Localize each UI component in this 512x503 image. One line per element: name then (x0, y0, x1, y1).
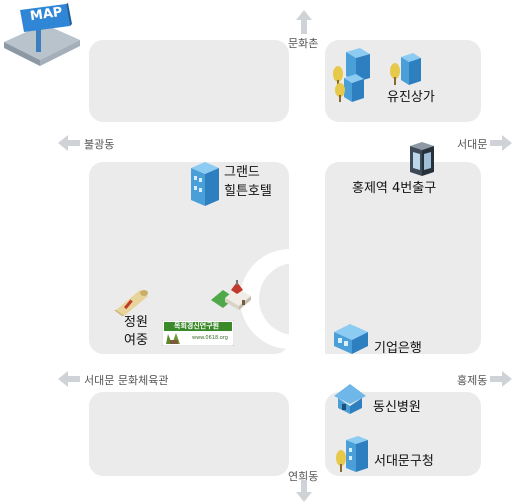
church-house-icon (211, 280, 251, 310)
arrow-up-icon (296, 10, 312, 34)
place-label-jeongwon-line2: 여중 (124, 333, 148, 348)
institute-sign-name: 목회경신연구원 (174, 322, 220, 330)
subway-exit-icon (410, 142, 434, 176)
direction-west-label: 불광동 (84, 138, 115, 151)
institute-sign-url: www.0618.org (192, 335, 228, 341)
city-block-northwest (89, 40, 289, 122)
arrow-right-icon (490, 135, 512, 151)
arrow-right-icon (490, 371, 512, 387)
hotel-building-icon (191, 162, 219, 206)
place-label-grand-hilton-line2: 힐튼호텔 (224, 184, 272, 199)
direction-east-label: 서대문 (457, 138, 488, 151)
city-block-southwest (89, 392, 289, 476)
direction-south-label: 연희동 (288, 470, 319, 483)
place-label-hongje-exit: 홍제역 4번출구 (352, 181, 437, 196)
place-label-yujin: 유진상가 (387, 90, 435, 105)
place-label-jeongwon-line1: 정원 (124, 315, 148, 330)
direction-southwest-label: 서대문 문화체육관 (84, 374, 169, 387)
place-label-seodaemun-office: 서대문구청 (374, 454, 434, 469)
government-office-icon (336, 436, 368, 472)
road-strip (289, 162, 325, 354)
direction-north-label: 문화촌 (288, 37, 319, 50)
place-label-grand-hilton-line1: 그랜드 (224, 165, 260, 180)
bank-building-icon (334, 324, 368, 354)
place-label-ibk: 기업은행 (374, 341, 422, 356)
diploma-scroll-icon (114, 290, 148, 316)
building-with-trees-icon (390, 53, 421, 85)
institute-sign-icon (162, 320, 234, 346)
arrow-left-icon (58, 371, 80, 387)
rotary-arc (240, 249, 290, 349)
arrow-down-icon (296, 480, 312, 502)
hospital-house-icon (334, 384, 366, 414)
place-label-dongsin: 동신병원 (373, 400, 421, 415)
map-badge-icon (4, 3, 80, 66)
building-with-trees-icon (333, 48, 370, 102)
direction-southeast-label: 홍제동 (457, 374, 488, 387)
arrow-left-icon (58, 135, 80, 151)
